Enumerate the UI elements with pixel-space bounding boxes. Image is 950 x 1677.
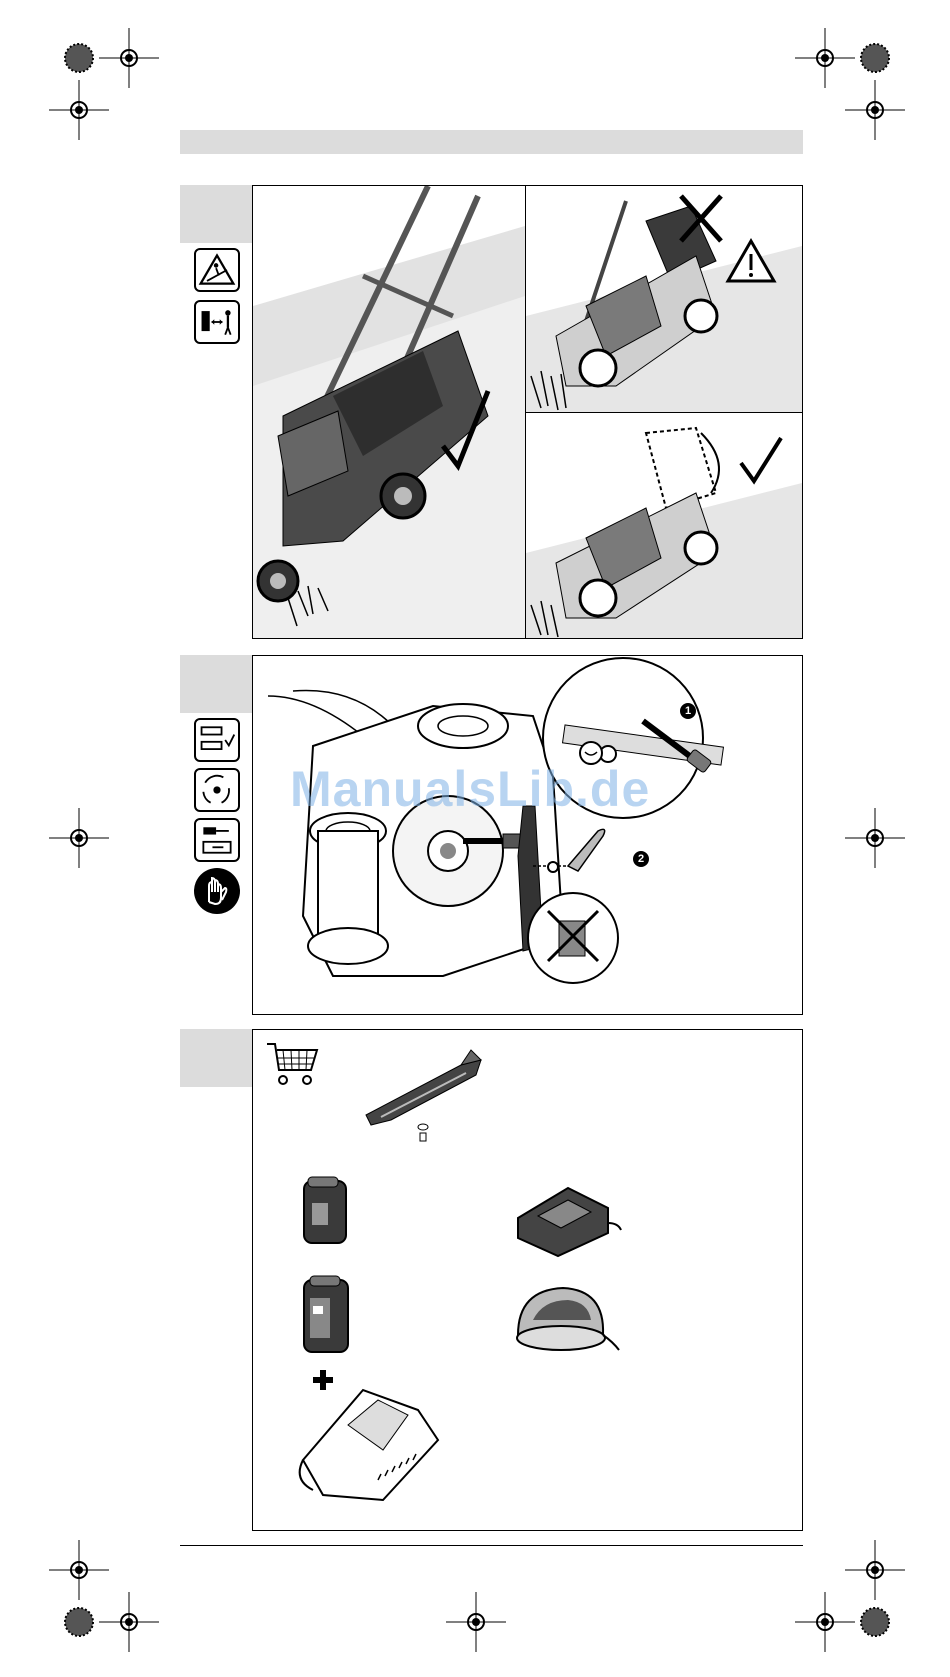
- replacement-blade-image: [361, 1045, 486, 1145]
- charger-standard-image: [513, 1178, 623, 1258]
- section3-accessories-frame: [252, 1029, 803, 1531]
- grass-box-image: [293, 1380, 443, 1515]
- registration-mark-bottom-left: [99, 1592, 159, 1652]
- bystander-distance-icon: [194, 300, 240, 344]
- slope-warning-icon: [194, 248, 240, 292]
- unplug-key-icon: [194, 718, 240, 762]
- gloves-icon: [194, 868, 240, 914]
- section1-tab: [180, 185, 252, 243]
- registration-mark-bottom-center: [446, 1592, 506, 1652]
- battery-small-image: [298, 1173, 353, 1248]
- registration-mark-mid-right: [845, 808, 905, 868]
- registration-mark-mid-left: [49, 808, 109, 868]
- blade-rotation-icon: [194, 768, 240, 812]
- registration-mark-top-left-lower: [49, 80, 109, 140]
- section3-tab: [180, 1029, 252, 1087]
- registration-mark-bottom-right-outer: [845, 1592, 905, 1652]
- callout-1: 1: [680, 703, 696, 719]
- registration-mark-bottom-right-upper: [845, 1540, 905, 1600]
- section2-tab: [180, 655, 252, 713]
- section1-top-right-illustration: [525, 185, 803, 413]
- charger-fast-image: [513, 1280, 623, 1360]
- callout-2: 2: [633, 851, 649, 867]
- remove-battery-icon: [194, 818, 240, 862]
- battery-large-image: [298, 1274, 353, 1356]
- shopping-cart-icon: [265, 1040, 321, 1090]
- section1-main-illustration: [252, 185, 526, 639]
- registration-mark-top-left: [99, 28, 159, 88]
- footer-rule: [180, 1545, 803, 1546]
- watermark: ManualsLib.de: [290, 760, 650, 818]
- header-bar: [180, 130, 803, 154]
- section2-blade-removal-illustration: [252, 655, 803, 1015]
- registration-mark-top-right-lower: [845, 80, 905, 140]
- registration-mark-top-right-outer: [845, 28, 905, 88]
- section1-bottom-right-illustration: [525, 412, 803, 639]
- registration-mark-bottom-left-upper: [49, 1540, 109, 1600]
